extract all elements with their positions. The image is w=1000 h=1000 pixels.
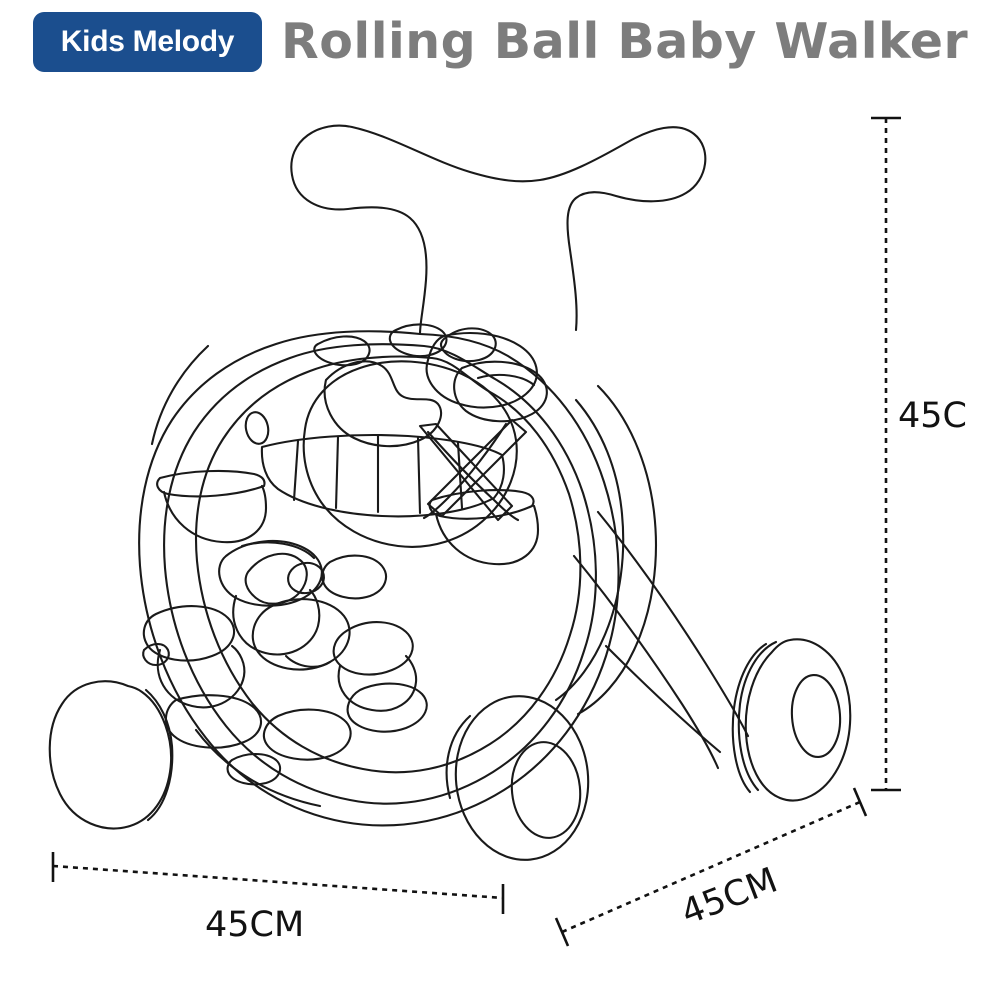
walker-body-shell	[138, 330, 620, 827]
dimension-label-height: 45C	[898, 396, 967, 436]
body-panel-decor	[142, 323, 548, 808]
brand-badge: Kids Melody	[33, 12, 262, 72]
dimension-line-height	[871, 116, 901, 792]
header: Kids Melody Rolling Ball Baby Walker	[0, 0, 1000, 92]
dimension-line-depth	[554, 787, 868, 947]
brand-badge-label: Kids Melody	[60, 25, 235, 58]
rear-frame	[554, 384, 750, 770]
wheel-rear-left	[48, 680, 174, 830]
wheel-rear-right	[731, 638, 852, 802]
handle-bar	[290, 124, 707, 336]
page-title: Rolling Ball Baby Walker	[281, 13, 969, 70]
dimension-label-width: 45CM	[205, 905, 305, 945]
wheel-front-center	[445, 695, 590, 861]
dimension-line-width	[51, 852, 505, 914]
